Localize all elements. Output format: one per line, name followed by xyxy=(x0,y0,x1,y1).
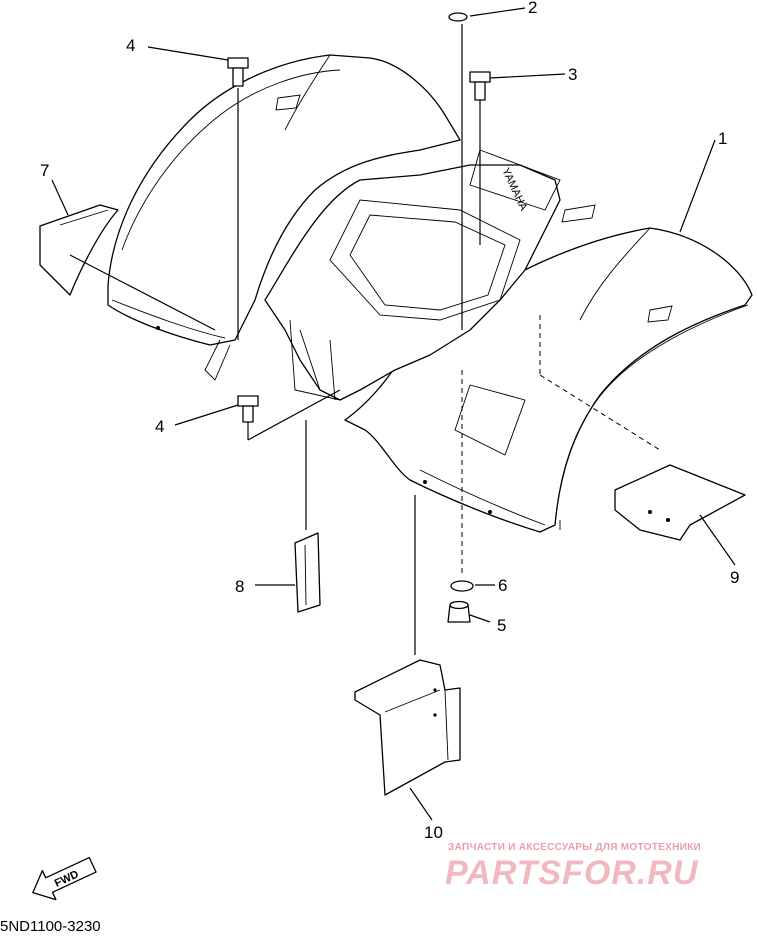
callout-5: 5 xyxy=(497,616,506,635)
callout-8: 8 xyxy=(235,577,244,596)
rear-fender: YAMAHA xyxy=(107,54,753,533)
callout-10: 10 xyxy=(424,823,443,842)
callout-6: 6 xyxy=(498,576,507,595)
part-9-guard xyxy=(614,464,746,541)
watermark-logo: PARTSFOR.RU xyxy=(445,854,699,892)
part-7-flap xyxy=(39,204,119,296)
callout-4-top: 4 xyxy=(126,36,135,55)
nut-part-5 xyxy=(447,600,471,623)
washer-part-6 xyxy=(450,580,474,592)
callout-7: 7 xyxy=(40,161,49,180)
part-10-panel xyxy=(354,659,461,796)
watermark-tagline: ЗАПЧАСТИ И АКСЕССУАРЫ ДЛЯ МОТОТЕХНИКИ xyxy=(448,842,701,853)
callout-9: 9 xyxy=(730,568,739,587)
bolt-top-right xyxy=(469,71,491,101)
bolt-lower-left xyxy=(237,395,259,423)
part-8-strip xyxy=(294,532,321,613)
diagram-code: 5ND1100-3230 xyxy=(0,918,101,935)
callout-1: 1 xyxy=(718,129,727,148)
callout-3: 3 xyxy=(568,65,577,84)
cap-part-2 xyxy=(448,12,468,22)
bolt-top-left xyxy=(227,57,249,87)
callout-2: 2 xyxy=(528,0,537,17)
callout-4-bottom: 4 xyxy=(155,417,164,436)
fwd-label: FWD xyxy=(53,868,81,889)
fwd-arrow-icon: FWD xyxy=(32,856,97,901)
